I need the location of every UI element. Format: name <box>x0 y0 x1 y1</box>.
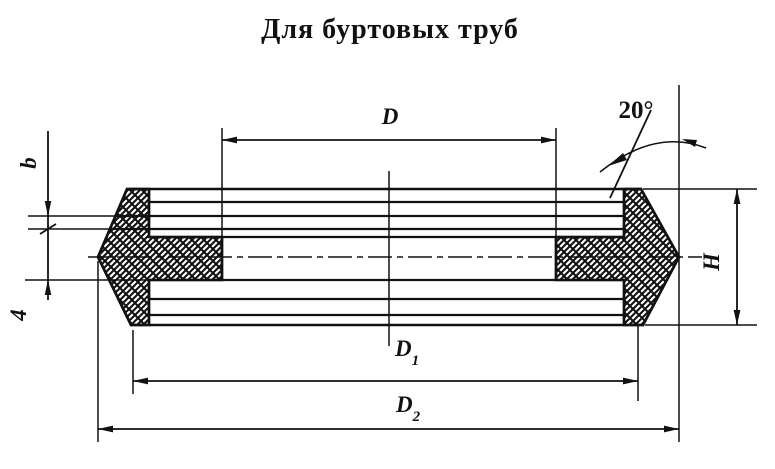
angle-label-20deg: 20° <box>619 97 654 124</box>
chamfer-angle-callout: 20° <box>599 85 707 442</box>
arrowhead-right <box>541 136 556 144</box>
arrowhead-up <box>44 280 52 295</box>
dim-label-D1-subscript: 1 <box>412 353 420 369</box>
tongue-band-edges <box>149 235 624 282</box>
dimension-D1: D1 <box>132 325 639 401</box>
dimension-D2: D2 <box>97 261 679 442</box>
dim-label-D2-base: D <box>395 392 413 417</box>
arrowhead-up <box>733 189 741 204</box>
arrowhead-left <box>98 425 113 433</box>
dimension-b-and-4: b 4 <box>6 131 149 322</box>
section-inner-faces <box>147 189 626 325</box>
dim-label-4: 4 <box>6 309 31 322</box>
arc-arrowhead-left <box>608 153 627 166</box>
drawing-title: Для буртовых труб <box>261 14 519 45</box>
dimension-H: H <box>643 188 757 326</box>
arrowhead-right <box>664 425 679 433</box>
bore-groove-lines <box>110 200 624 317</box>
arrowhead-down <box>44 201 52 216</box>
arrowhead-left <box>133 377 148 385</box>
angle-arc <box>599 141 707 173</box>
dim-label-D: D <box>381 104 399 129</box>
dim-label-b: b <box>16 157 41 169</box>
dim-label-D1: D1 <box>394 336 419 369</box>
arrowhead-left <box>222 136 237 144</box>
chamfer-reference-line <box>609 109 652 199</box>
dim-label-H: H <box>699 252 724 272</box>
dimension-D: D <box>221 104 557 237</box>
dim-label-D2-subscript: 2 <box>412 409 421 425</box>
oblique-tick <box>39 223 57 235</box>
dim-label-D1-base: D <box>394 336 412 361</box>
seal-cross-section <box>88 171 702 346</box>
arrowhead-right <box>623 377 638 385</box>
arc-arrowhead-right <box>682 139 697 147</box>
arrowhead-down <box>733 310 741 325</box>
dim-label-D2: D2 <box>395 392 421 425</box>
